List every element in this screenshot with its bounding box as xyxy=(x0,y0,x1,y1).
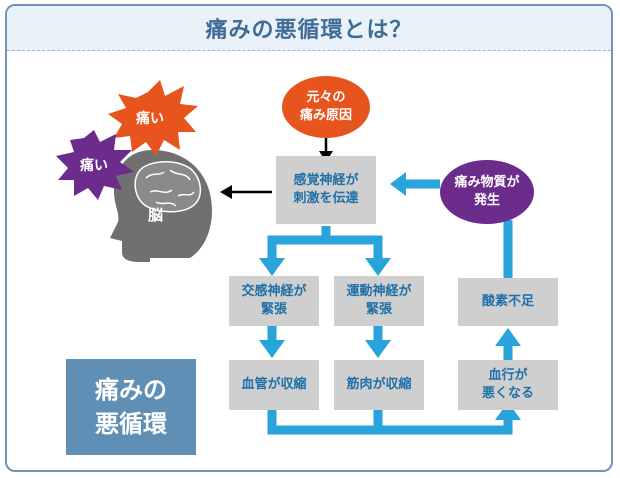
brain-label: 脳 xyxy=(148,206,163,224)
arrowhead-muscle xyxy=(365,340,391,358)
head-silhouette: 脳 xyxy=(110,150,212,262)
arrowhead-motor xyxy=(365,258,391,276)
pain-label-left: 痛い xyxy=(79,157,108,174)
node-oxygen: 酸素不足 xyxy=(458,278,558,326)
node-sympathetic: 交感神経が 緊張 xyxy=(229,276,319,326)
arrowhead-vessel xyxy=(259,340,285,358)
node-sensory: 感覚神経が 刺激を伝達 xyxy=(276,156,376,224)
arrowhead-sympathetic xyxy=(259,258,285,276)
node-vessel: 血管が収縮 xyxy=(229,360,319,410)
pain-burst-top: 痛い xyxy=(108,80,198,156)
node-origin: 元々の 痛み原因 xyxy=(282,76,370,138)
page-title: 痛みの悪循環とは？ xyxy=(205,18,413,43)
node-blood: 血行が 悪くなる xyxy=(458,360,558,410)
arrow-to-brain-head xyxy=(220,185,232,199)
pain-label-top: 痛い xyxy=(135,110,164,127)
arrowhead-oxygen xyxy=(495,328,521,346)
node-muscle: 筋肉が収縮 xyxy=(334,360,424,410)
pain-burst-left: 痛い xyxy=(56,130,134,200)
blue-flow-lines xyxy=(267,179,513,435)
arrowhead-sensory xyxy=(390,172,406,196)
title-bar: 痛みの悪循環とは？ xyxy=(7,6,611,51)
arrowhead-blood xyxy=(495,402,521,420)
legend-box: 痛みの 悪循環 xyxy=(66,359,196,455)
node-motor: 運動神経が 緊張 xyxy=(334,276,424,326)
blue-flow-arrowheads xyxy=(259,172,521,420)
node-substance: 痛み物質が 発生 xyxy=(440,160,534,224)
